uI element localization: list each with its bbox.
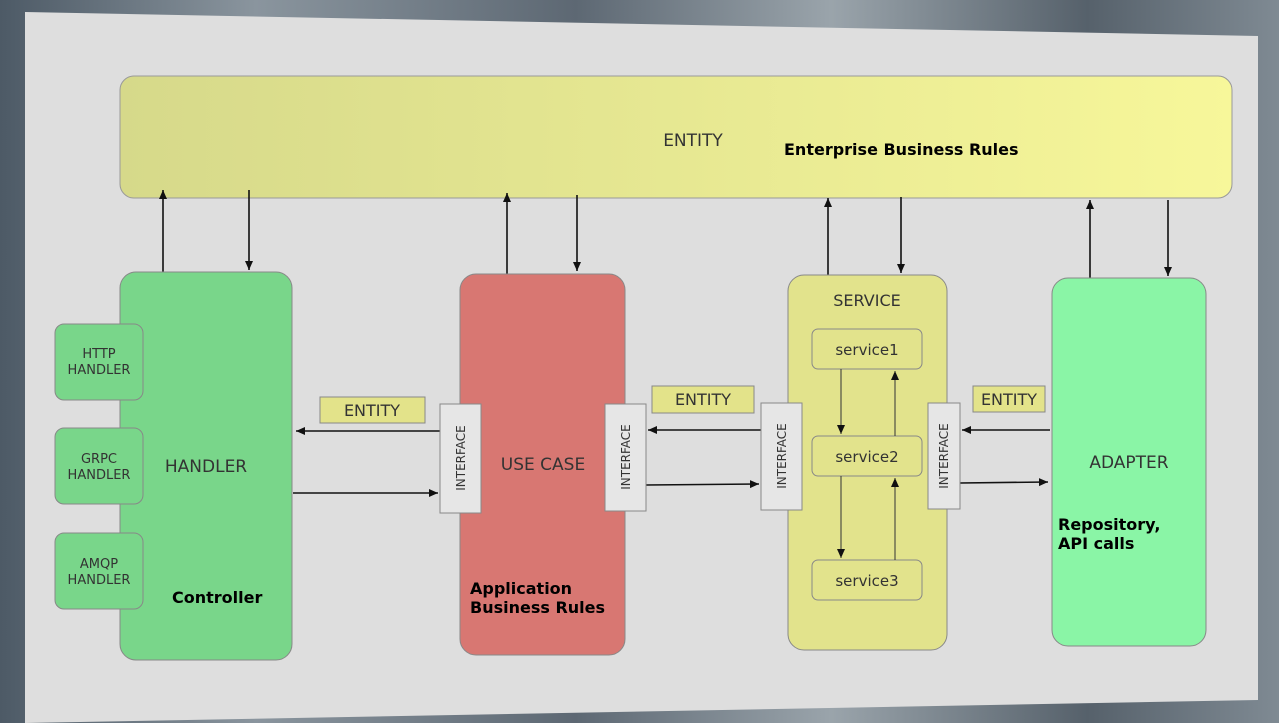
entity-bar-caption: Enterprise Business Rules bbox=[784, 140, 1019, 159]
service-internal-arrows bbox=[837, 369, 899, 560]
usecase-title: USE CASE bbox=[501, 455, 585, 475]
flow-arrows bbox=[293, 426, 1050, 497]
http-handler: HTTP HANDLER bbox=[54, 323, 144, 401]
service-block: SERVICE service1 service2 service3 bbox=[787, 274, 948, 651]
entity-tag-label: ENTITY bbox=[675, 390, 731, 409]
adapter-title: ADAPTER bbox=[1089, 453, 1168, 473]
interface-label: INTERFACE bbox=[454, 425, 468, 491]
handler-title: HANDLER bbox=[165, 457, 247, 477]
usecase-caption-line1: Application bbox=[470, 579, 572, 598]
usecase-block: USE CASE Application Business Rules bbox=[459, 273, 626, 656]
grpc-handler: GRPC HANDLER bbox=[54, 427, 144, 505]
interface-service-left: INTERFACE bbox=[760, 402, 803, 511]
service3-box bbox=[811, 559, 923, 601]
adapter-block: ADAPTER Repository, API calls bbox=[1051, 277, 1207, 647]
amqp-handler-line1: AMQP bbox=[80, 557, 118, 572]
interface-label: INTERFACE bbox=[775, 423, 789, 489]
grpc-handler-line1: GRPC bbox=[81, 452, 117, 467]
service3-label: service3 bbox=[835, 572, 898, 590]
entity-tag-usecase: ENTITY bbox=[651, 385, 755, 414]
interface-service-right: INTERFACE bbox=[927, 402, 961, 510]
http-handler-line2: HANDLER bbox=[68, 363, 131, 378]
entity-tag-service: ENTITY bbox=[972, 385, 1046, 413]
entity-tag-handler: ENTITY bbox=[319, 396, 426, 424]
usecase-caption-line2: Business Rules bbox=[470, 598, 605, 617]
amqp-handler-line2: HANDLER bbox=[68, 573, 131, 588]
adapter-caption-line1: Repository, bbox=[1058, 515, 1160, 534]
service2-label: service2 bbox=[835, 448, 898, 466]
service2-box bbox=[811, 435, 923, 477]
service1-box bbox=[811, 328, 923, 370]
amqp-handler: AMQP HANDLER bbox=[54, 532, 144, 610]
entity-bar-title: ENTITY bbox=[663, 131, 723, 151]
entity-arrows bbox=[159, 190, 1172, 278]
handler-block: HANDLER Controller bbox=[119, 271, 293, 661]
service-title: SERVICE bbox=[833, 291, 900, 310]
interface-usecase-left: INTERFACE bbox=[439, 403, 482, 514]
grpc-handler-line2: HANDLER bbox=[68, 468, 131, 483]
interface-usecase-right: INTERFACE bbox=[604, 403, 647, 512]
interface-label: INTERFACE bbox=[619, 424, 633, 490]
handler-caption: Controller bbox=[172, 588, 262, 607]
entity-tag-label: ENTITY bbox=[344, 401, 400, 420]
service1-label: service1 bbox=[835, 341, 898, 359]
interface-label: INTERFACE bbox=[937, 423, 951, 489]
adapter-caption-line2: API calls bbox=[1058, 534, 1134, 553]
entity-bar: ENTITY Enterprise Business Rules bbox=[119, 75, 1233, 199]
entity-tag-label: ENTITY bbox=[981, 390, 1037, 409]
http-handler-line1: HTTP bbox=[82, 347, 115, 362]
